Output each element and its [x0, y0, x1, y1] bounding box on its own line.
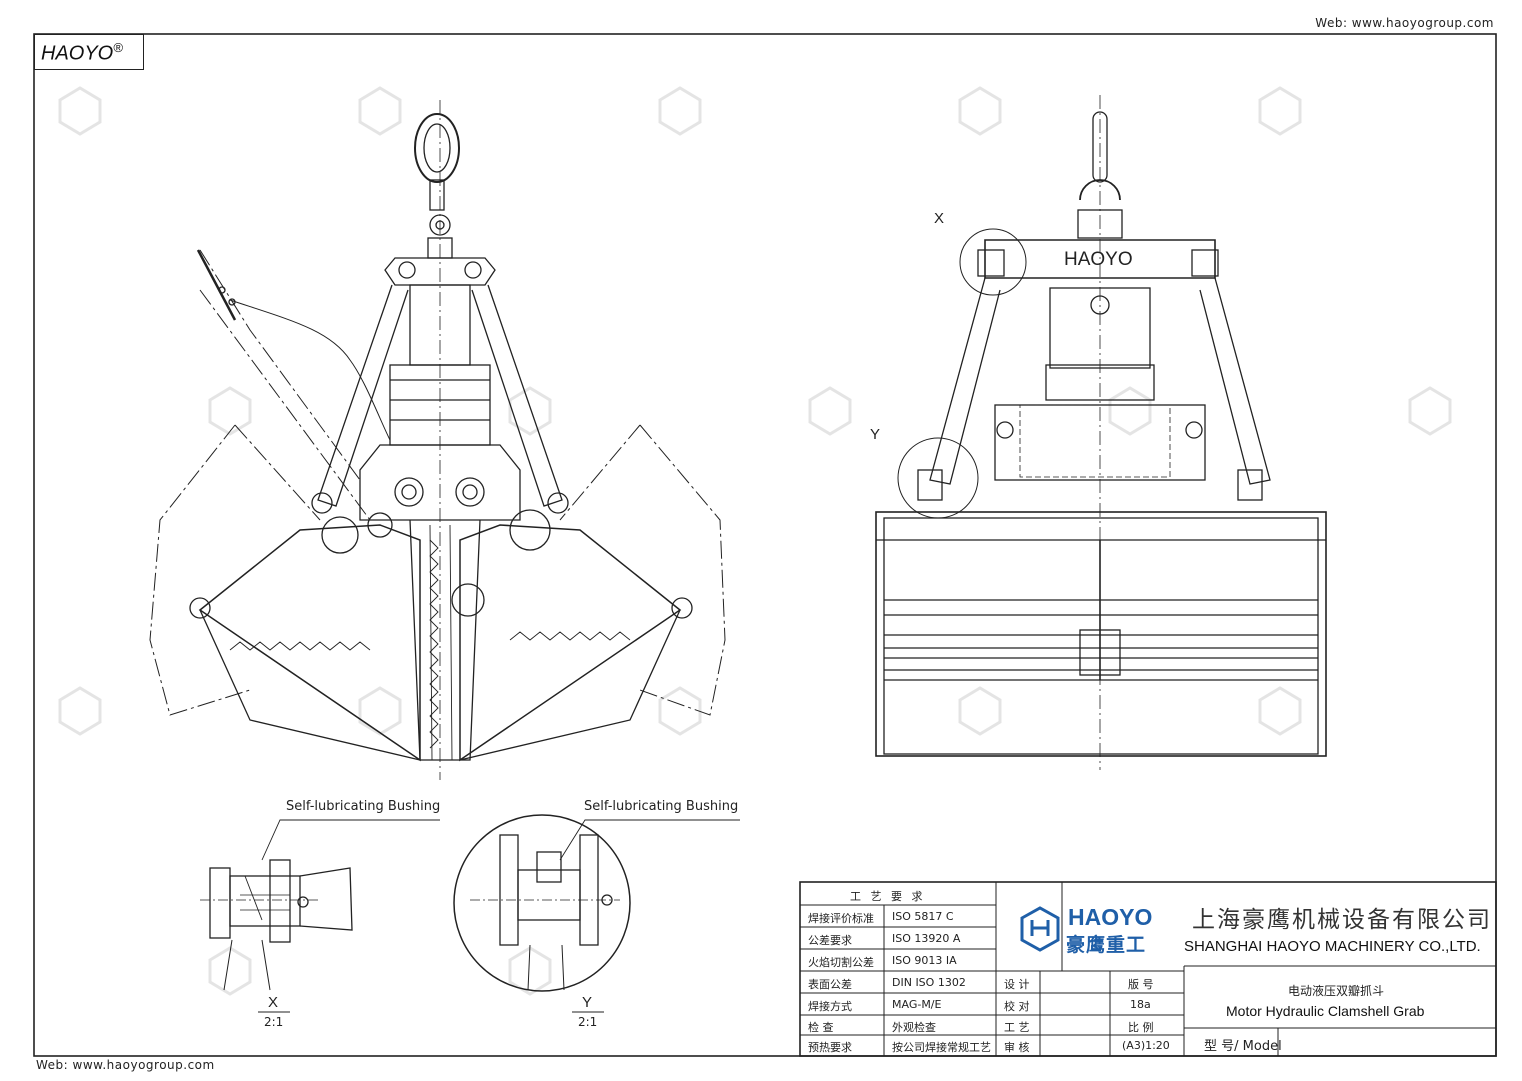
detail-x-letter: X — [268, 994, 279, 1011]
product-name-cn: 电动液压双瓣抓斗 — [1288, 984, 1385, 998]
detail-y-drawing — [453, 814, 740, 1013]
detail-x-drawing — [200, 819, 440, 1013]
front-view-grab — [149, 100, 726, 780]
model-label: 型 号/ Model — [1204, 1039, 1282, 1054]
corner-logo-word: HAOYO — [41, 42, 114, 65]
crossbeam-label: HAOYO — [1064, 249, 1133, 270]
watermark-pattern — [58, 86, 1452, 996]
tb-value-3: ISO 9013 IA — [892, 954, 957, 967]
title-block-grid — [799, 881, 1497, 1057]
sign-review: 审 核 — [1004, 1041, 1030, 1054]
detail-y-letter: Y — [582, 994, 593, 1011]
scale-value: (A3)1:20 — [1122, 1039, 1170, 1052]
drawing-frame — [33, 33, 1497, 1057]
tb-label-3: 火焰切割公差 — [808, 956, 874, 969]
company-name-en: SHANGHAI HAOYO MACHINERY CO.,LTD. — [1184, 938, 1481, 955]
bushing-label-right: Self-lubricating Bushing — [584, 799, 739, 814]
edition-value: 18a — [1130, 998, 1151, 1011]
registered-mark: ® — [113, 40, 123, 55]
sign-edition-label: 版 号 — [1128, 978, 1154, 991]
tb-label-4: 表面公差 — [808, 978, 852, 991]
sign-design: 设 计 — [1004, 978, 1030, 991]
brand-name-cn: 豪鹰重工 — [1066, 934, 1147, 956]
tb-label-1: 焊接评价标准 — [808, 912, 874, 925]
tb-value-2: ISO 13920 A — [892, 932, 961, 945]
tb-label-6: 检 查 — [808, 1021, 834, 1034]
product-name-en: Motor Hydraulic Clamshell Grab — [1226, 1003, 1425, 1019]
tb-value-5: MAG-M/E — [892, 998, 942, 1011]
tb-value-6: 外观检查 — [892, 1021, 936, 1034]
process-header: 工 艺 要 求 — [850, 890, 926, 903]
detail-x-scale: 2:1 — [264, 1015, 284, 1029]
header-website: Web: www.haoyogroup.com — [1315, 16, 1494, 30]
sign-check: 校 对 — [1004, 1000, 1030, 1013]
detail-y-scale: 2:1 — [578, 1015, 598, 1029]
corner-logo-text: HAOYO® — [41, 40, 123, 66]
corner-logo: HAOYO® — [34, 34, 144, 70]
tb-value-4: DIN ISO 1302 — [892, 976, 966, 989]
tb-label-5: 焊接方式 — [808, 1000, 852, 1013]
tb-value-7: 按公司焊接常规工艺 — [892, 1041, 991, 1054]
sign-scale-label: 比 例 — [1128, 1021, 1154, 1034]
view-x-marker: X — [934, 210, 945, 227]
side-view-grab — [875, 95, 1327, 770]
view-y-marker: Y — [870, 426, 881, 443]
haoyo-logo-icon — [1020, 906, 1060, 952]
tb-label-2: 公差要求 — [808, 934, 852, 947]
sign-process: 工 艺 — [1004, 1021, 1030, 1034]
bushing-label-left: Self-lubricating Bushing — [286, 799, 441, 814]
footer-website: Web: www.haoyogroup.com — [36, 1058, 215, 1072]
company-name-cn: 上海豪鹰机械设备有限公司 — [1192, 907, 1492, 933]
brand-name-en: HAOYO — [1068, 904, 1153, 930]
tb-value-1: ISO 5817 C — [892, 910, 954, 923]
tb-label-7: 预热要求 — [808, 1041, 852, 1054]
